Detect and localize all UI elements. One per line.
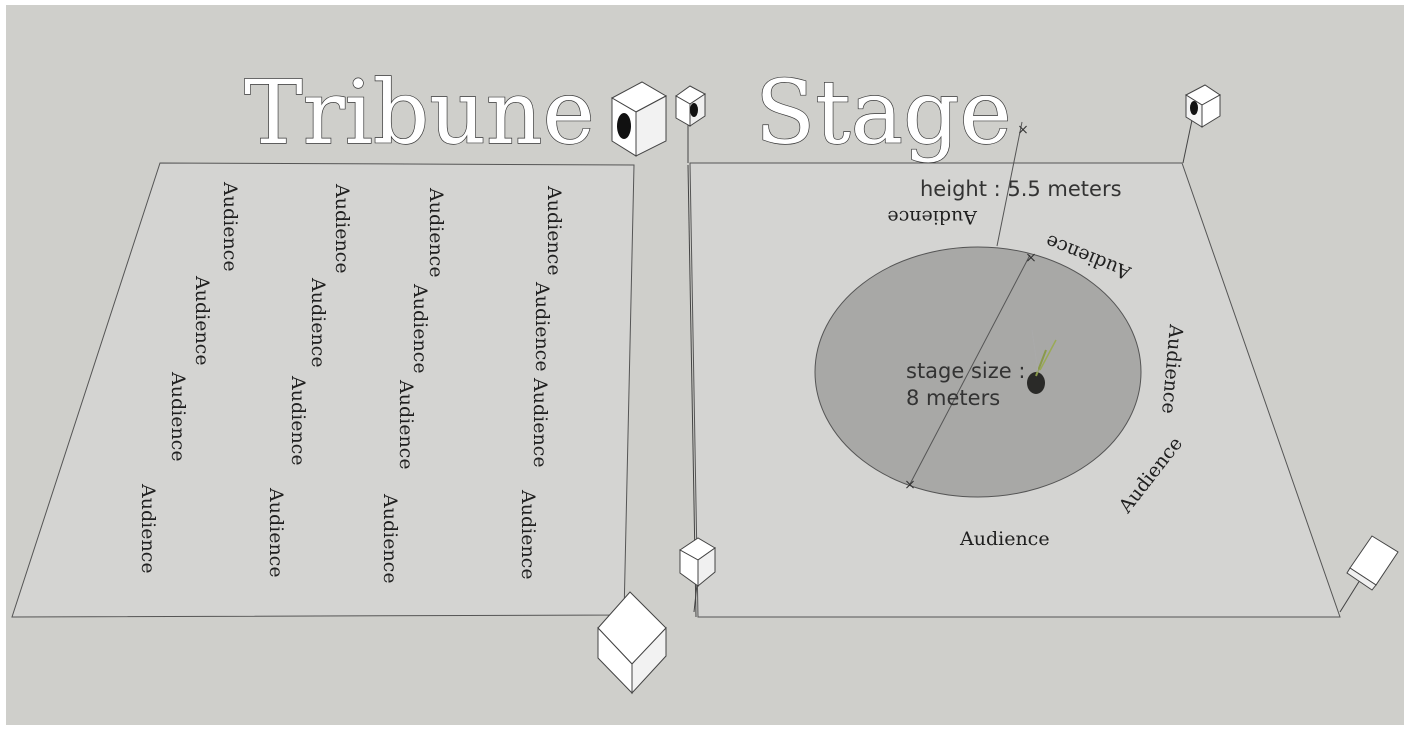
dimension-tick-mark: ×: [904, 477, 916, 493]
speaker-cube[interactable]: [1184, 84, 1221, 128]
speaker-pole: [1182, 119, 1193, 164]
audience-label: Audience: [167, 371, 189, 462]
audience-label: Audience: [529, 377, 551, 468]
audience-label: Audience: [425, 187, 447, 278]
tribune-title: Tribune: [244, 61, 595, 164]
stage-size-label: stage size :: [906, 359, 1025, 383]
speaker-cube[interactable]: [610, 81, 668, 157]
audience-label: Audience: [543, 185, 565, 276]
audience-label: Audience: [331, 183, 353, 274]
speaker-pole: [1339, 579, 1361, 613]
dimension-tick-mark: ×: [1017, 122, 1029, 138]
audience-label: Audience: [395, 379, 417, 470]
speaker-cube[interactable]: [597, 591, 667, 695]
dimension-tick-mark: ×: [1025, 250, 1037, 266]
stage-disk[interactable]: [814, 246, 1142, 498]
audience-label: Audience: [887, 206, 978, 228]
audience-label: Audience: [137, 483, 159, 574]
audience-label: Audience: [959, 528, 1050, 550]
height-dimension-line: [996, 121, 1023, 247]
stage-title: Stage: [755, 61, 1012, 164]
audience-label: Audience: [379, 493, 401, 584]
height-label: height : 5.5 meters: [920, 177, 1122, 201]
audience-label: Audience: [531, 281, 553, 372]
audience-label: Audience: [265, 487, 287, 578]
stage-size-value: 8 meters: [906, 386, 1000, 410]
audience-label: Audience: [219, 181, 241, 272]
speaker-cube[interactable]: [1346, 535, 1399, 591]
audience-label: Audience: [191, 275, 213, 366]
audience-label: Audience: [409, 283, 431, 374]
speaker-cube[interactable]: [679, 537, 716, 588]
performer-figure: [1027, 329, 1057, 394]
stage-size-dimension-line: [909, 254, 1031, 485]
speaker-cube[interactable]: [675, 85, 706, 127]
audience-label: Audience: [307, 277, 329, 368]
audience-label: Audience: [287, 375, 309, 466]
audience-label: Audience: [517, 489, 539, 580]
